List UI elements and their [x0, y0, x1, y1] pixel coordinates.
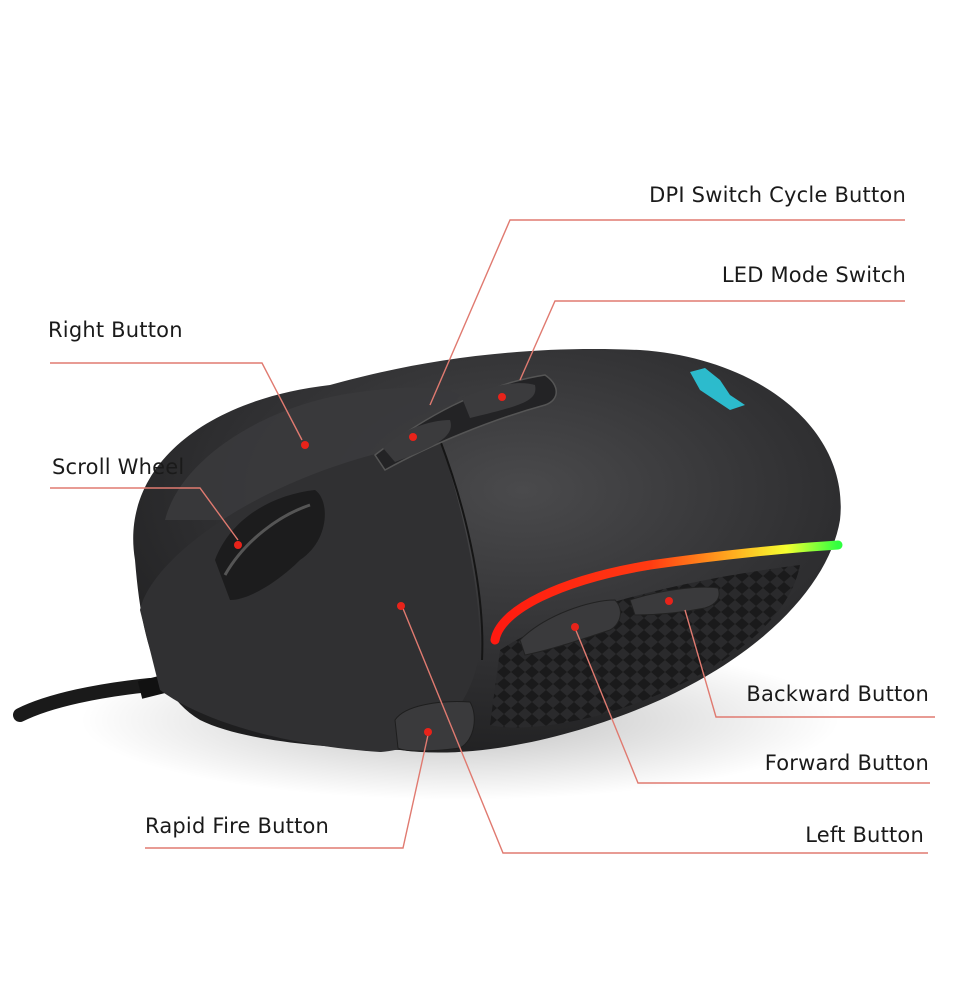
label-forward-button: Forward Button — [764, 751, 929, 775]
label-led-mode-switch: LED Mode Switch — [721, 263, 906, 287]
label-backward-button: Backward Button — [746, 682, 929, 706]
backward-side-button — [629, 586, 720, 616]
leader-line-forward — [574, 627, 930, 784]
scroll-wheel — [215, 490, 325, 600]
leader-line-dpi — [429, 219, 905, 406]
marker-dpi — [409, 433, 417, 441]
leader-line-scroll-wheel — [50, 487, 239, 541]
left-button-shell — [140, 440, 480, 752]
leader-line-rapid-fire — [145, 734, 429, 849]
led-mode-button — [462, 383, 536, 418]
right-button-shell — [165, 387, 460, 520]
rgb-light-strip — [490, 540, 843, 645]
label-left-button: Left Button — [805, 823, 924, 847]
dpi-button — [383, 420, 451, 462]
label-right-button: Right Button — [48, 318, 183, 342]
marker-forward — [571, 623, 579, 631]
label-scroll-wheel: Scroll Wheel — [52, 455, 185, 479]
marker-rapid-fire — [424, 728, 432, 736]
leader-line-right-button — [50, 362, 303, 441]
marker-backward — [665, 597, 673, 605]
leader-line-left-button — [401, 605, 928, 854]
rapid-fire-side-button — [394, 701, 475, 752]
forward-side-button — [519, 599, 621, 656]
marker-left-button — [397, 602, 405, 610]
marker-dots — [234, 393, 673, 736]
leader-lines — [50, 219, 935, 854]
marker-right-button — [301, 441, 309, 449]
leader-line-led — [519, 300, 905, 381]
marker-led — [498, 393, 506, 401]
label-dpi-switch-cycle-button: DPI Switch Cycle Button — [649, 183, 906, 207]
brand-logo — [690, 368, 745, 410]
mouse-cable — [13, 678, 157, 722]
marker-scroll-wheel — [234, 541, 242, 549]
leader-line-backward — [684, 609, 935, 718]
label-rapid-fire-button: Rapid Fire Button — [145, 814, 330, 838]
side-grip — [490, 565, 800, 728]
